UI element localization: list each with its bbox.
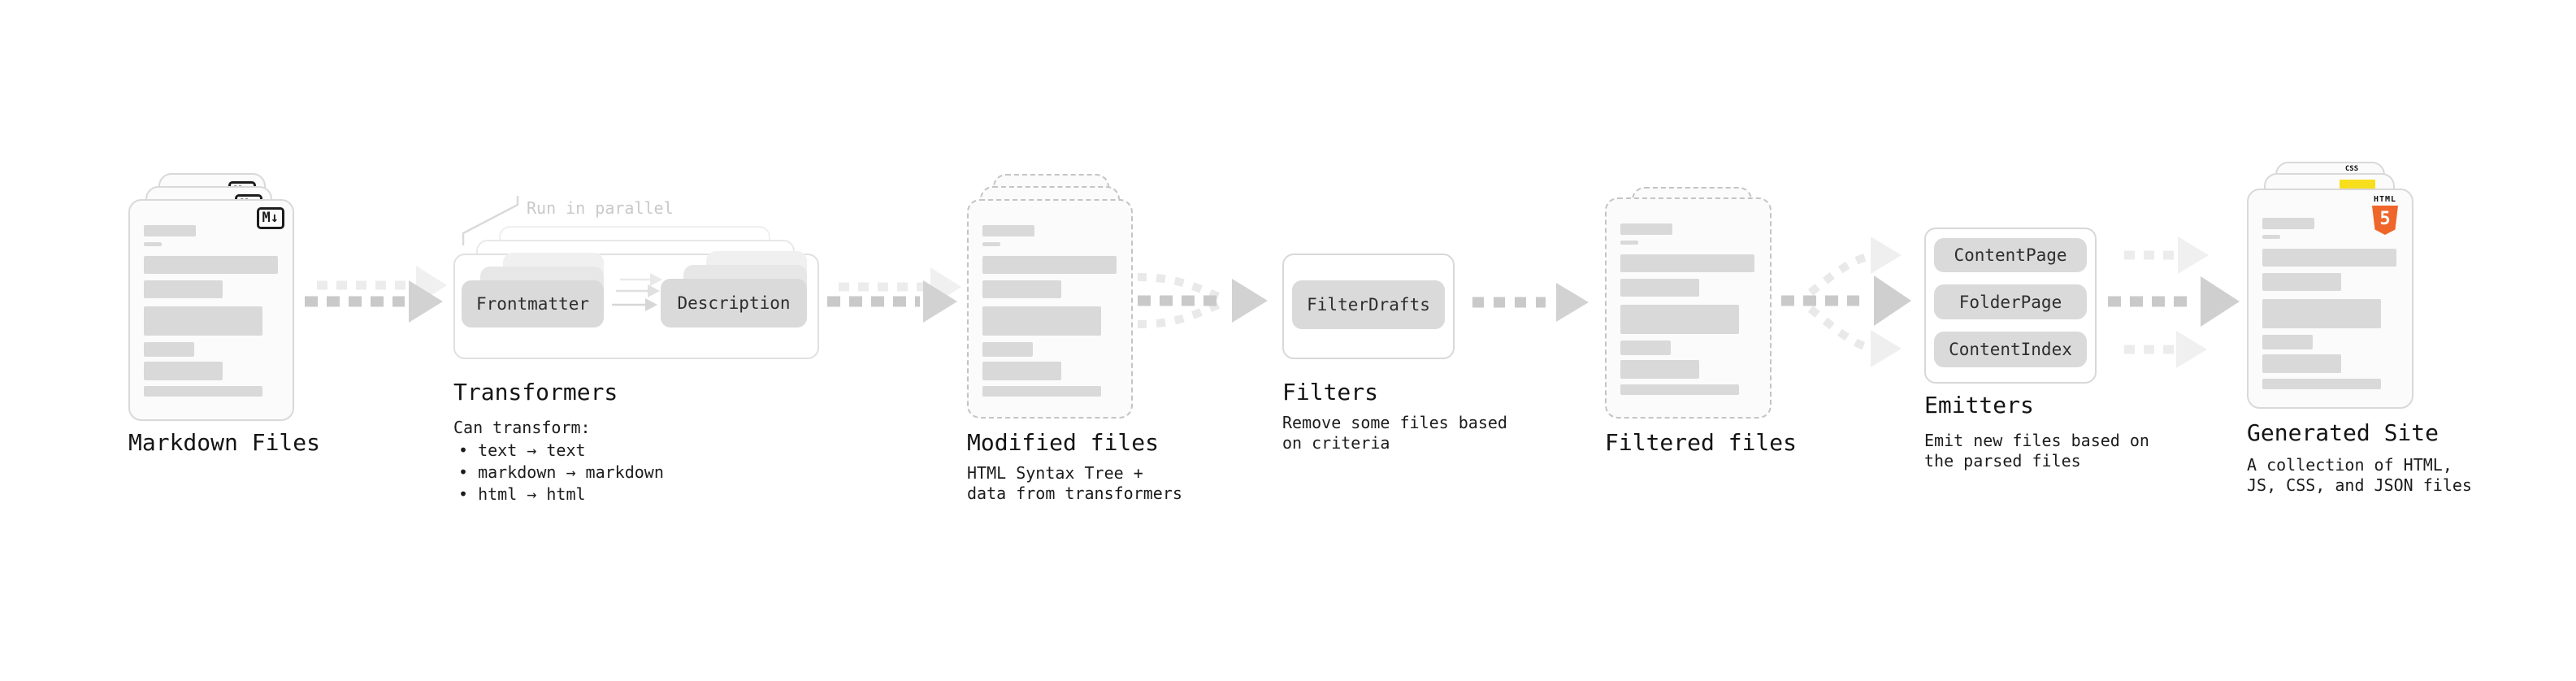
transform-bullet: • markdown → markdown xyxy=(458,462,664,482)
css-file-icon-label: CSS xyxy=(2344,165,2359,173)
arrow-transformers-to-modified xyxy=(827,267,961,323)
text-line-placeholder xyxy=(982,362,1061,380)
text-line-placeholder xyxy=(2262,273,2341,291)
modified-files-desc-line: data from transformers xyxy=(967,484,1182,503)
text-line-placeholder xyxy=(982,256,1117,274)
html5-icon-shield: 5 xyxy=(2372,206,2398,235)
markdown-icon: M↓ xyxy=(256,207,284,229)
description-box: Description xyxy=(661,279,807,327)
filters-desc-line: Remove some files based xyxy=(1282,413,1507,432)
folderpage-box: FolderPage xyxy=(1934,284,2087,319)
arrow-filters-to-filtered xyxy=(1472,283,1589,322)
modified-files-desc: HTML Syntax Tree + data from transformer… xyxy=(967,463,1182,504)
arrow-frontmatter-to-description xyxy=(612,273,662,311)
contentpage-box: ContentPage xyxy=(1934,238,2087,272)
text-line-placeholder xyxy=(144,386,262,397)
text-line-placeholder xyxy=(2262,379,2381,389)
contentindex-box: ContentIndex xyxy=(1934,332,2087,367)
text-line-placeholder xyxy=(1620,279,1699,297)
arrow-emitters-to-generated xyxy=(2108,236,2240,368)
text-line-placeholder xyxy=(1620,360,1699,379)
text-line-placeholder xyxy=(144,306,262,336)
text-line-placeholder xyxy=(1620,384,1739,395)
text-line-placeholder xyxy=(1620,340,1671,355)
filters-heading: Filters xyxy=(1282,379,1379,406)
emitters-heading: Emitters xyxy=(1924,392,2034,419)
frontmatter-box: Frontmatter xyxy=(462,280,604,327)
filtered-files-label: Filtered files xyxy=(1605,429,1798,456)
contentindex-box-label: ContentIndex xyxy=(1949,340,2072,359)
generated-site-desc-line: JS, CSS, and JSON files xyxy=(2247,475,2472,495)
text-line-placeholder xyxy=(982,225,1034,236)
emitters-desc-line: the parsed files xyxy=(1924,451,2081,471)
text-line-placeholder xyxy=(982,242,1000,246)
text-line-placeholder xyxy=(2262,218,2314,229)
transform-bullet: • html → html xyxy=(458,484,586,504)
frontmatter-box-label: Frontmatter xyxy=(475,294,590,314)
text-line-placeholder xyxy=(2262,335,2313,349)
text-line-placeholder xyxy=(144,242,162,246)
text-line-placeholder xyxy=(982,306,1101,336)
text-line-placeholder xyxy=(2262,299,2381,328)
generated-site-desc: A collection of HTML, JS, CSS, and JSON … xyxy=(2247,455,2472,496)
text-line-placeholder xyxy=(2262,235,2280,239)
modified-file-card xyxy=(967,199,1133,419)
contentpage-box-label: ContentPage xyxy=(1954,245,2067,265)
html5-icon-word: HTML xyxy=(2373,195,2397,204)
text-line-placeholder xyxy=(982,280,1061,298)
transform-bullet: • text → text xyxy=(458,440,586,460)
transformers-bullets: • text → text • markdown → markdown • ht… xyxy=(458,440,664,505)
text-line-placeholder xyxy=(1620,254,1754,272)
text-line-placeholder xyxy=(144,256,278,274)
text-line-placeholder xyxy=(1620,223,1672,235)
arrow-markdown-to-transformers xyxy=(305,266,447,323)
emitters-desc: Emit new files based on the parsed files xyxy=(1924,431,2149,471)
text-line-placeholder xyxy=(2262,249,2396,267)
text-line-placeholder xyxy=(144,362,223,380)
text-line-placeholder xyxy=(982,386,1101,397)
emitters-desc-line: Emit new files based on xyxy=(1924,431,2149,450)
arrow-modified-to-filters xyxy=(1137,273,1268,328)
transformers-desc-title: Can transform: xyxy=(453,418,591,437)
text-line-placeholder xyxy=(1620,241,1638,245)
filters-desc: Remove some files based on criteria xyxy=(1282,413,1507,453)
run-in-parallel-leader-line xyxy=(462,196,519,245)
filtered-file-card xyxy=(1605,197,1772,419)
run-in-parallel-annotation: Run in parallel xyxy=(527,198,674,218)
text-line-placeholder xyxy=(2262,354,2341,373)
description-box-label: Description xyxy=(677,293,791,313)
folderpage-box-label: FolderPage xyxy=(1958,292,2062,312)
modified-files-desc-line: HTML Syntax Tree + xyxy=(967,463,1143,483)
generated-site-desc-line: A collection of HTML, xyxy=(2247,455,2452,475)
modified-files-label: Modified files xyxy=(967,429,1160,456)
generated-site-label: Generated Site xyxy=(2247,419,2439,446)
text-line-placeholder xyxy=(982,342,1033,357)
arrow-filtered-to-emitters xyxy=(1781,236,1911,367)
markdown-file-card: M↓ xyxy=(128,199,294,421)
filters-desc-line: on criteria xyxy=(1282,433,1390,453)
text-line-placeholder xyxy=(144,342,194,357)
generated-site-card: HTML 5 xyxy=(2247,189,2413,409)
html5-icon: HTML 5 xyxy=(2368,195,2402,235)
text-line-placeholder xyxy=(1620,305,1739,334)
filterdrafts-box-label: FilterDrafts xyxy=(1307,295,1430,314)
text-line-placeholder xyxy=(144,225,196,236)
markdown-files-label: Markdown Files xyxy=(128,429,321,456)
text-line-placeholder xyxy=(144,280,223,298)
filterdrafts-box: FilterDrafts xyxy=(1292,280,1445,329)
transformers-heading: Transformers xyxy=(453,379,618,406)
